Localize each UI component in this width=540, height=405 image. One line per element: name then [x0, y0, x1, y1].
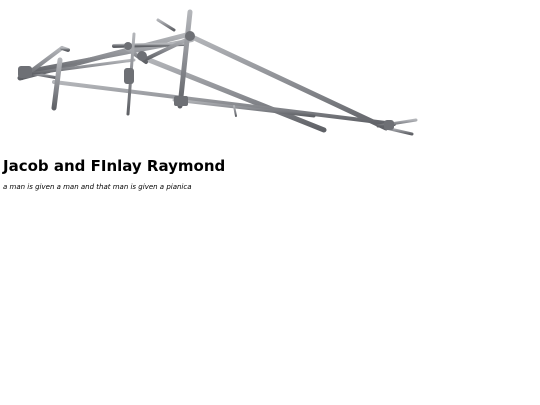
post-title: Jacob and FInlay Raymond	[3, 157, 226, 175]
sculpture-image	[14, 8, 420, 138]
post-caption: a man is given a man and that man is giv…	[3, 183, 192, 191]
metal-frame-sculpture-image	[17, 9, 418, 136]
